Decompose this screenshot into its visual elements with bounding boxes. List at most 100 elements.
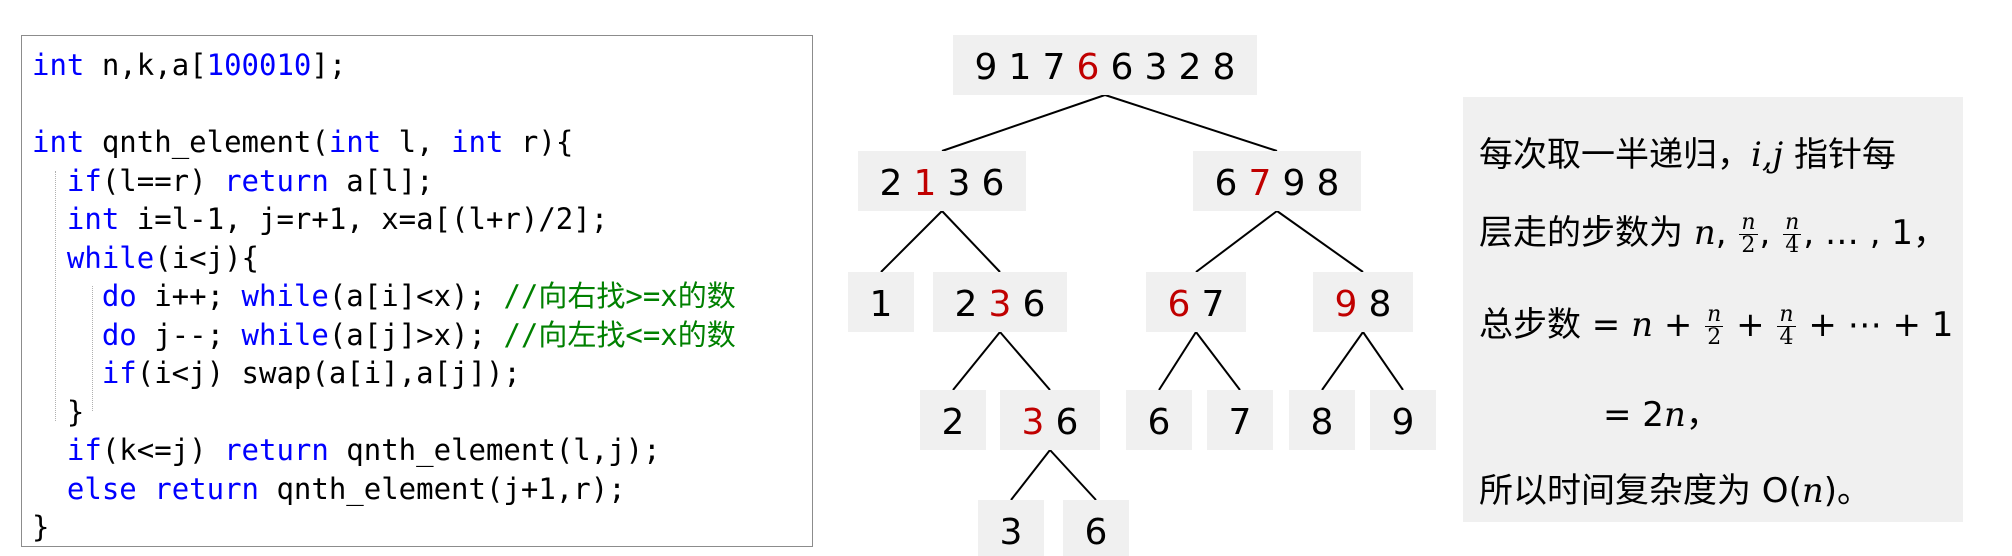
code-token: r){ — [503, 125, 574, 159]
tree-digit: 6 — [1023, 284, 1046, 325]
tree-node: 7 — [1207, 390, 1273, 450]
tree-edge — [1104, 94, 1278, 152]
tree-digit: 2 — [1179, 47, 1202, 88]
code-token: else — [66, 471, 137, 506]
code-token: l, — [381, 125, 452, 159]
tree-edge — [941, 94, 1106, 152]
code-token: (k<=j) — [101, 433, 225, 467]
code-line: int n,k,a[100010]; — [32, 46, 346, 84]
tree-digit: 6 — [1056, 402, 1079, 443]
tree-node-box — [858, 151, 1026, 211]
code-line: do j--; while(a[j]>x); //向左找<=x的数 — [32, 316, 736, 354]
code-token: while — [241, 279, 329, 313]
tree-digit: 3 — [1000, 512, 1023, 553]
tree-digit: 9 — [1283, 163, 1306, 204]
pivot-digit: 6 — [1168, 284, 1191, 325]
indent-guide — [55, 171, 56, 421]
tree-digit: 8 — [1213, 47, 1236, 88]
tree-edge — [1276, 210, 1364, 273]
tree-node-box — [1000, 390, 1100, 450]
tree-node-box — [1063, 500, 1129, 556]
explain-line-1: 每次取一半递归，i,j 指针每 — [1479, 135, 1897, 175]
pivot-digit: 1 — [914, 163, 937, 204]
tree-digit: 8 — [1311, 402, 1334, 443]
indent-guide — [92, 286, 93, 411]
explain-line-5: 所以时间复杂度为 O(n)。 — [1479, 471, 1872, 511]
tree-node-box — [1193, 151, 1361, 211]
tree-node-box — [1313, 272, 1413, 332]
code-token: int — [32, 48, 85, 82]
code-line: int qnth_element(int l, int r){ — [32, 123, 573, 161]
tree-node-box — [920, 390, 986, 450]
code-token: int — [451, 125, 504, 159]
tree-digit: 3 — [1145, 47, 1168, 88]
code-line: do i++; while(a[i]<x); //向右找>=x的数 — [32, 277, 736, 315]
code-token: if — [66, 433, 102, 467]
code-token: qnth_element(l,j); — [328, 433, 661, 467]
code-token: (a[j]>x); — [328, 317, 504, 352]
tree-node-box — [1207, 390, 1273, 450]
tree-digit: 2 — [880, 163, 903, 204]
tree-digit: 6 — [1215, 163, 1238, 204]
pivot-digit: 6 — [1077, 47, 1100, 88]
tree-digit: 7 — [1043, 47, 1066, 88]
code-line: } — [32, 508, 49, 546]
tree-edge — [1321, 331, 1364, 391]
tree-edge — [1010, 449, 1051, 501]
pivot-digit: 3 — [1022, 402, 1045, 443]
code-token: } — [32, 394, 85, 429]
tree-edge — [999, 331, 1051, 391]
tree-edge — [880, 210, 943, 273]
tree-digit: 6 — [982, 163, 1005, 204]
code-token: do — [101, 317, 137, 352]
tree-digit: 6 — [1111, 47, 1134, 88]
code-token: return — [154, 471, 259, 506]
tree-edge — [1362, 331, 1404, 391]
tree-node-box — [1289, 390, 1355, 450]
code-token: int — [66, 202, 120, 236]
code-line: else return qnth_element(j+1,r); — [32, 470, 626, 508]
tree-node-box — [978, 500, 1044, 556]
tree-digit: 6 — [1148, 402, 1171, 443]
code-token: } — [32, 510, 50, 544]
tree-digit: 3 — [948, 163, 971, 204]
pivot-digit: 3 — [989, 284, 1012, 325]
code-token: if — [101, 356, 137, 390]
tree-edge — [952, 331, 1001, 391]
tree-digit: 7 — [1229, 402, 1252, 443]
tree-digit: 1 — [1009, 47, 1032, 88]
tree-digit: 2 — [955, 284, 978, 325]
tree-node: 3 — [978, 500, 1044, 556]
tree-node-box — [848, 272, 914, 332]
tree-digit: 7 — [1202, 284, 1225, 325]
tree-digit: 9 — [975, 47, 998, 88]
tree-digit: 8 — [1369, 284, 1392, 325]
tree-edge — [941, 210, 1001, 273]
tree-node-box — [933, 272, 1067, 332]
tree-digit: 8 — [1317, 163, 1340, 204]
code-token: 100010 — [206, 48, 312, 82]
code-token: while — [66, 240, 155, 275]
tree-edge — [1195, 210, 1278, 273]
code-token: return — [224, 163, 329, 198]
code-token: i=l-1, j=r+1, x=a[(l+r)/2]; — [119, 202, 609, 236]
code-token: qnth_element(j+1,r); — [259, 471, 626, 506]
code-token: (i<j){ — [154, 240, 259, 275]
code-token: while — [241, 317, 329, 352]
code-token: int — [32, 125, 85, 159]
tree-node: 9 — [1370, 390, 1436, 450]
code-line: int i=l-1, j=r+1, x=a[(l+r)/2]; — [32, 200, 608, 238]
